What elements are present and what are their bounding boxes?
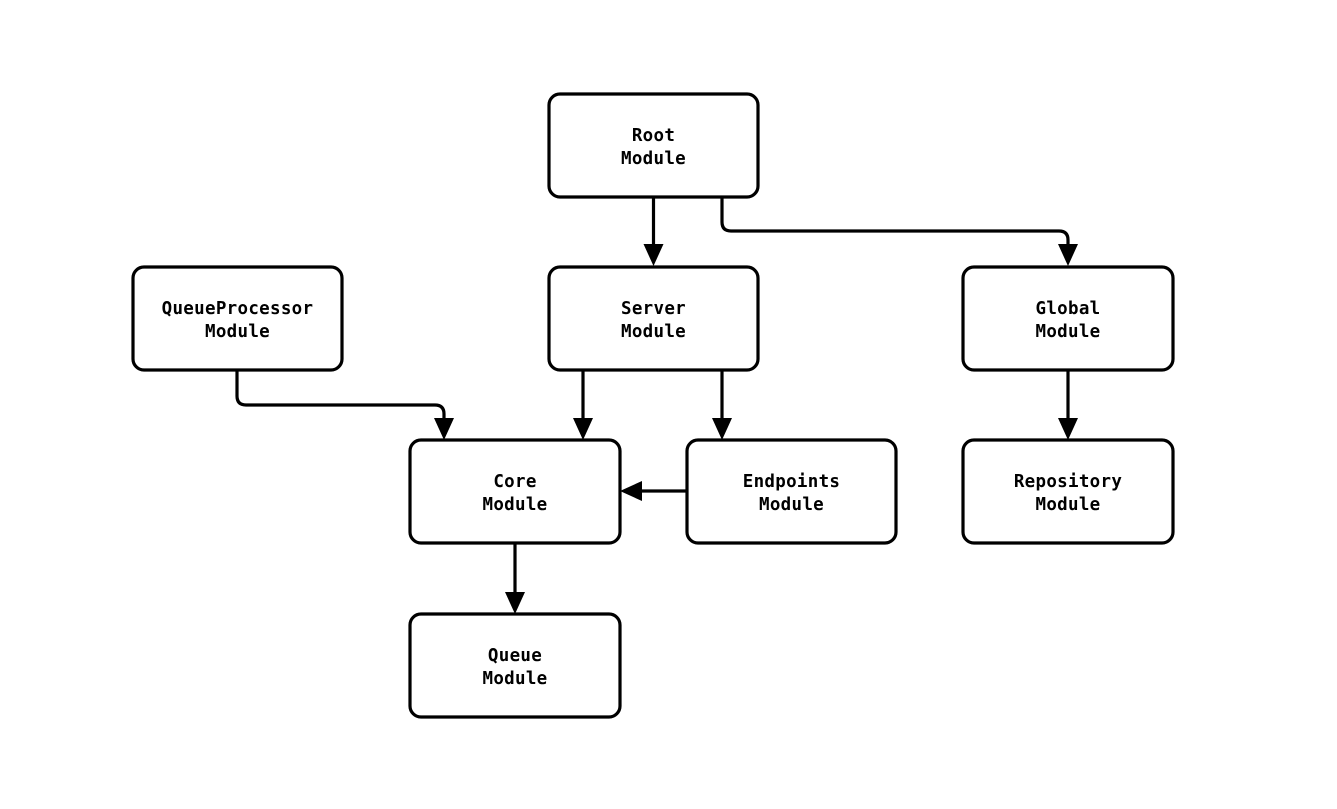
node-repository-module-label-line1: Repository — [1014, 472, 1123, 492]
node-repository-module-box[interactable] — [961, 438, 1175, 545]
edge-endpoints-to-core — [620, 481, 687, 501]
edge-core-to-queue — [505, 543, 525, 614]
node-global-module-label-line2: Module — [1035, 322, 1100, 342]
node-core-module-label-line2: Module — [482, 495, 547, 515]
node-queue-module-label-line1: Queue — [488, 646, 542, 666]
edge-root-to-global-line — [720, 197, 1070, 250]
node-global-module[interactable]: Global Module — [961, 265, 1175, 372]
node-core-module-label-line1: Core — [493, 472, 536, 492]
node-queueprocessor-module-label-line2: Module — [205, 322, 270, 342]
edge-layer — [235, 197, 1078, 614]
edge-root-to-server — [643, 197, 664, 266]
node-global-module-box[interactable] — [961, 265, 1175, 372]
edge-global-to-repository-arrowhead — [1058, 418, 1078, 440]
edge-root-to-global — [720, 197, 1078, 266]
node-endpoints-module-box[interactable] — [685, 438, 898, 545]
node-core-module[interactable]: Core Module — [408, 438, 622, 545]
node-repository-module[interactable]: Repository Module — [961, 438, 1175, 545]
node-endpoints-module[interactable]: Endpoints Module — [685, 438, 898, 545]
node-queue-module[interactable]: Queue Module — [408, 612, 622, 719]
node-queueprocessor-module[interactable]: QueueProcessor Module — [131, 265, 344, 372]
edge-root-to-global-arrowhead — [1058, 244, 1078, 266]
node-endpoints-module-label-line1: Endpoints — [743, 472, 841, 492]
node-root-module-label-line1: Root — [632, 126, 675, 146]
node-root-module-box[interactable] — [547, 92, 760, 199]
edge-queueprocessor-to-core-line — [235, 370, 446, 424]
node-queueprocessor-module-box[interactable] — [131, 265, 344, 372]
node-queueprocessor-module-label-line1: QueueProcessor — [162, 299, 314, 319]
node-endpoints-module-label-line2: Module — [759, 495, 824, 515]
node-root-module-label-line2: Module — [621, 149, 686, 169]
node-root-module[interactable]: Root Module — [547, 92, 760, 199]
node-global-module-label-line1: Global — [1035, 299, 1100, 319]
node-core-module-box[interactable] — [408, 438, 622, 545]
node-server-module-label-line2: Module — [621, 322, 686, 342]
node-server-module-box[interactable] — [547, 265, 760, 372]
edge-server-to-core-arrowhead — [573, 418, 593, 440]
edge-endpoints-to-core-arrowhead — [620, 481, 642, 501]
edge-server-to-endpoints-arrowhead — [712, 418, 732, 440]
node-layer: Root Module QueueProcessor Module Server… — [131, 92, 1175, 719]
edge-root-to-server-arrowhead — [643, 244, 664, 266]
edge-server-to-core — [573, 370, 593, 440]
edge-queueprocessor-to-core-arrowhead — [434, 418, 454, 440]
edge-core-to-queue-arrowhead — [505, 592, 525, 614]
node-server-module-label-line1: Server — [621, 299, 686, 319]
node-queue-module-box[interactable] — [408, 612, 622, 719]
node-queue-module-label-line2: Module — [482, 669, 547, 689]
node-repository-module-label-line2: Module — [1035, 495, 1100, 515]
edge-global-to-repository — [1058, 370, 1078, 440]
node-server-module[interactable]: Server Module — [547, 265, 760, 372]
edge-queueprocessor-to-core — [235, 370, 454, 440]
edge-server-to-endpoints — [712, 370, 732, 440]
